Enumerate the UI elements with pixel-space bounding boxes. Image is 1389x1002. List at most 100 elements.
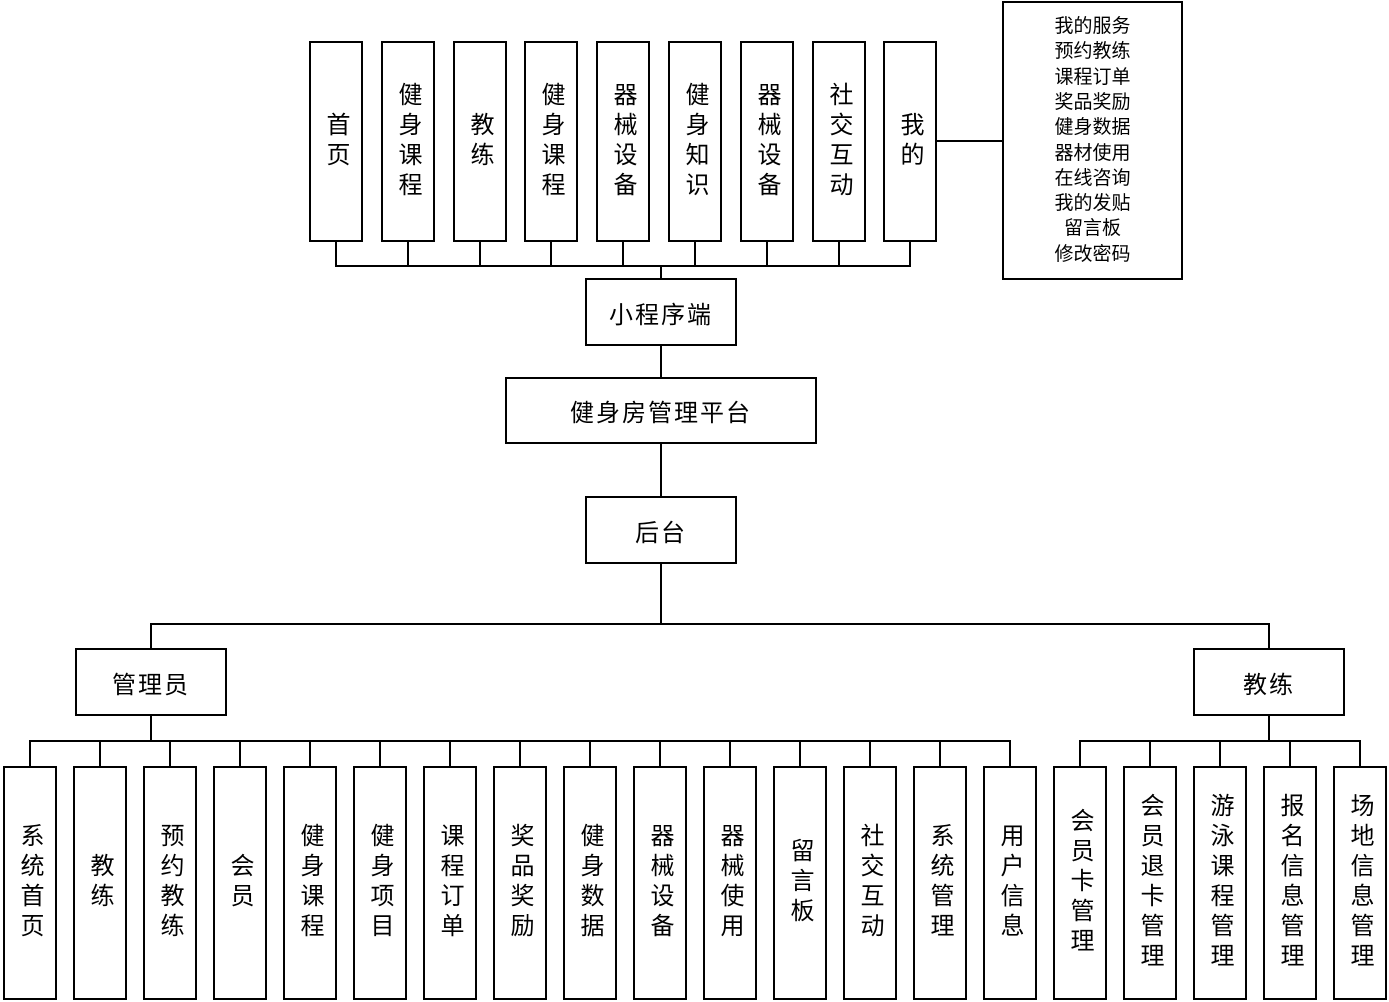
admin-item: 系统首页 xyxy=(3,766,57,1000)
coach-connector xyxy=(1268,623,1270,648)
miniprogram-item-connector xyxy=(479,242,481,267)
admin-item-connector xyxy=(169,741,171,766)
admin-item-label: 用户信息 xyxy=(996,823,1024,943)
miniprogram-item-label: 健身课程 xyxy=(537,81,565,202)
admin-item-label: 课程订单 xyxy=(436,823,464,943)
miniprogram-trunk xyxy=(660,265,662,279)
admin-node: 管理员 xyxy=(75,648,227,716)
admin-item: 健身项目 xyxy=(353,766,407,1000)
backend-node: 后台 xyxy=(585,496,737,564)
my-submenu-item: 奖品奖励 xyxy=(1054,90,1131,113)
miniprogram-item: 健身知识 xyxy=(668,41,722,242)
admin-item-label: 器械使用 xyxy=(716,823,744,943)
my-submenu-item: 留言板 xyxy=(1063,217,1121,240)
admin-item-label: 健身项目 xyxy=(366,823,394,943)
miniprogram-item-label: 首页 xyxy=(322,111,350,172)
admin-item-connector xyxy=(799,741,801,766)
miniprogram-item: 健身课程 xyxy=(381,41,435,242)
my-submenu-item: 器材使用 xyxy=(1054,141,1131,164)
miniprogram-item: 教练 xyxy=(453,41,507,242)
coach-item-label: 场地信息管理 xyxy=(1346,793,1374,973)
admin-item-connector xyxy=(379,741,381,766)
coach-item: 会员退卡管理 xyxy=(1123,766,1177,1000)
admin-item-connector xyxy=(1009,741,1011,766)
miniprogram-item-connector xyxy=(694,242,696,267)
coach-item-connector xyxy=(1289,741,1291,766)
my-submenu-item: 我的服务 xyxy=(1054,15,1131,38)
coach-node: 教练 xyxy=(1193,648,1345,716)
miniprogram-item-connector xyxy=(766,242,768,267)
miniprogram-item-label: 社交互动 xyxy=(825,81,853,202)
coach-item: 场地信息管理 xyxy=(1333,766,1387,1000)
platform-node: 健身房管理平台 xyxy=(505,377,817,444)
miniprogram-item-label: 健身知识 xyxy=(681,81,709,202)
miniprogram-item: 健身课程 xyxy=(524,41,578,242)
miniprogram-item-connector xyxy=(909,242,911,267)
coach-item-connector xyxy=(1149,741,1151,766)
admin-item-label: 奖品奖励 xyxy=(506,823,534,943)
backend-label: 后台 xyxy=(635,518,687,547)
admin-item-connector xyxy=(99,741,101,766)
admin-label: 管理员 xyxy=(112,670,190,699)
roles-bus xyxy=(150,623,1270,625)
my-submenu-item: 健身数据 xyxy=(1054,116,1131,139)
coach-item-connector xyxy=(1219,741,1221,766)
coach-label: 教练 xyxy=(1243,670,1295,699)
admin-item-connector xyxy=(729,741,731,766)
miniprogram-bus xyxy=(335,265,911,267)
admin-item-label: 健身数据 xyxy=(576,823,604,943)
my-submenu-item: 我的发贴 xyxy=(1054,192,1131,215)
admin-item-connector xyxy=(589,741,591,766)
admin-item: 健身数据 xyxy=(563,766,617,1000)
my-submenu-item: 修改密码 xyxy=(1054,242,1131,265)
admin-item-connector xyxy=(939,741,941,766)
admin-item-label: 器械设备 xyxy=(646,823,674,943)
admin-item-label: 系统首页 xyxy=(16,823,44,943)
admin-bus xyxy=(29,740,1011,742)
admin-item: 课程订单 xyxy=(423,766,477,1000)
miniprogram-item-connector xyxy=(335,242,337,267)
admin-item: 教练 xyxy=(73,766,127,1000)
miniprogram-item: 器械设备 xyxy=(596,41,650,242)
backend-trunk xyxy=(660,564,662,624)
admin-item-connector xyxy=(29,741,31,766)
admin-item-connector xyxy=(309,741,311,766)
miniprogram-item: 我的 xyxy=(883,41,937,242)
admin-item-connector xyxy=(519,741,521,766)
backend-connector xyxy=(660,444,662,496)
miniprogram-item: 首页 xyxy=(309,41,363,242)
coach-item-connector xyxy=(1359,741,1361,766)
admin-item-connector xyxy=(659,741,661,766)
admin-item-connector xyxy=(239,741,241,766)
admin-item-label: 健身课程 xyxy=(296,823,324,943)
coach-item: 会员卡管理 xyxy=(1053,766,1107,1000)
admin-item: 奖品奖励 xyxy=(493,766,547,1000)
admin-item: 留言板 xyxy=(773,766,827,1000)
admin-trunk xyxy=(150,716,152,741)
admin-item-label: 会员 xyxy=(226,853,254,913)
miniprogram-item-label: 器械设备 xyxy=(609,81,637,202)
my-submenu-box: 我的服务预约教练课程订单奖品奖励健身数据器材使用在线咨询我的发贴留言板修改密码 xyxy=(1002,1,1183,280)
admin-item-label: 社交互动 xyxy=(856,823,884,943)
admin-item: 系统管理 xyxy=(913,766,967,1000)
miniprogram-item: 社交互动 xyxy=(812,41,866,242)
miniprogram-item-connector xyxy=(407,242,409,267)
miniprogram-item-label: 器械设备 xyxy=(753,81,781,202)
my-submenu-item: 在线咨询 xyxy=(1054,166,1131,189)
coach-item-label: 会员退卡管理 xyxy=(1136,793,1164,973)
miniprogram-item-connector xyxy=(838,242,840,267)
miniprogram-item-connector xyxy=(550,242,552,267)
admin-item: 预约教练 xyxy=(143,766,197,1000)
admin-item-connector xyxy=(869,741,871,766)
admin-connector xyxy=(150,623,152,648)
coach-item-label: 游泳课程管理 xyxy=(1206,793,1234,973)
platform-title: 健身房管理平台 xyxy=(570,399,752,427)
miniprogram-item-connector xyxy=(622,242,624,267)
admin-item-label: 预约教练 xyxy=(156,823,184,943)
admin-item-connector xyxy=(449,741,451,766)
my-submenu-item: 课程订单 xyxy=(1054,65,1131,88)
admin-item: 社交互动 xyxy=(843,766,897,1000)
coach-item-connector xyxy=(1079,741,1081,766)
platform-connector xyxy=(660,346,662,377)
